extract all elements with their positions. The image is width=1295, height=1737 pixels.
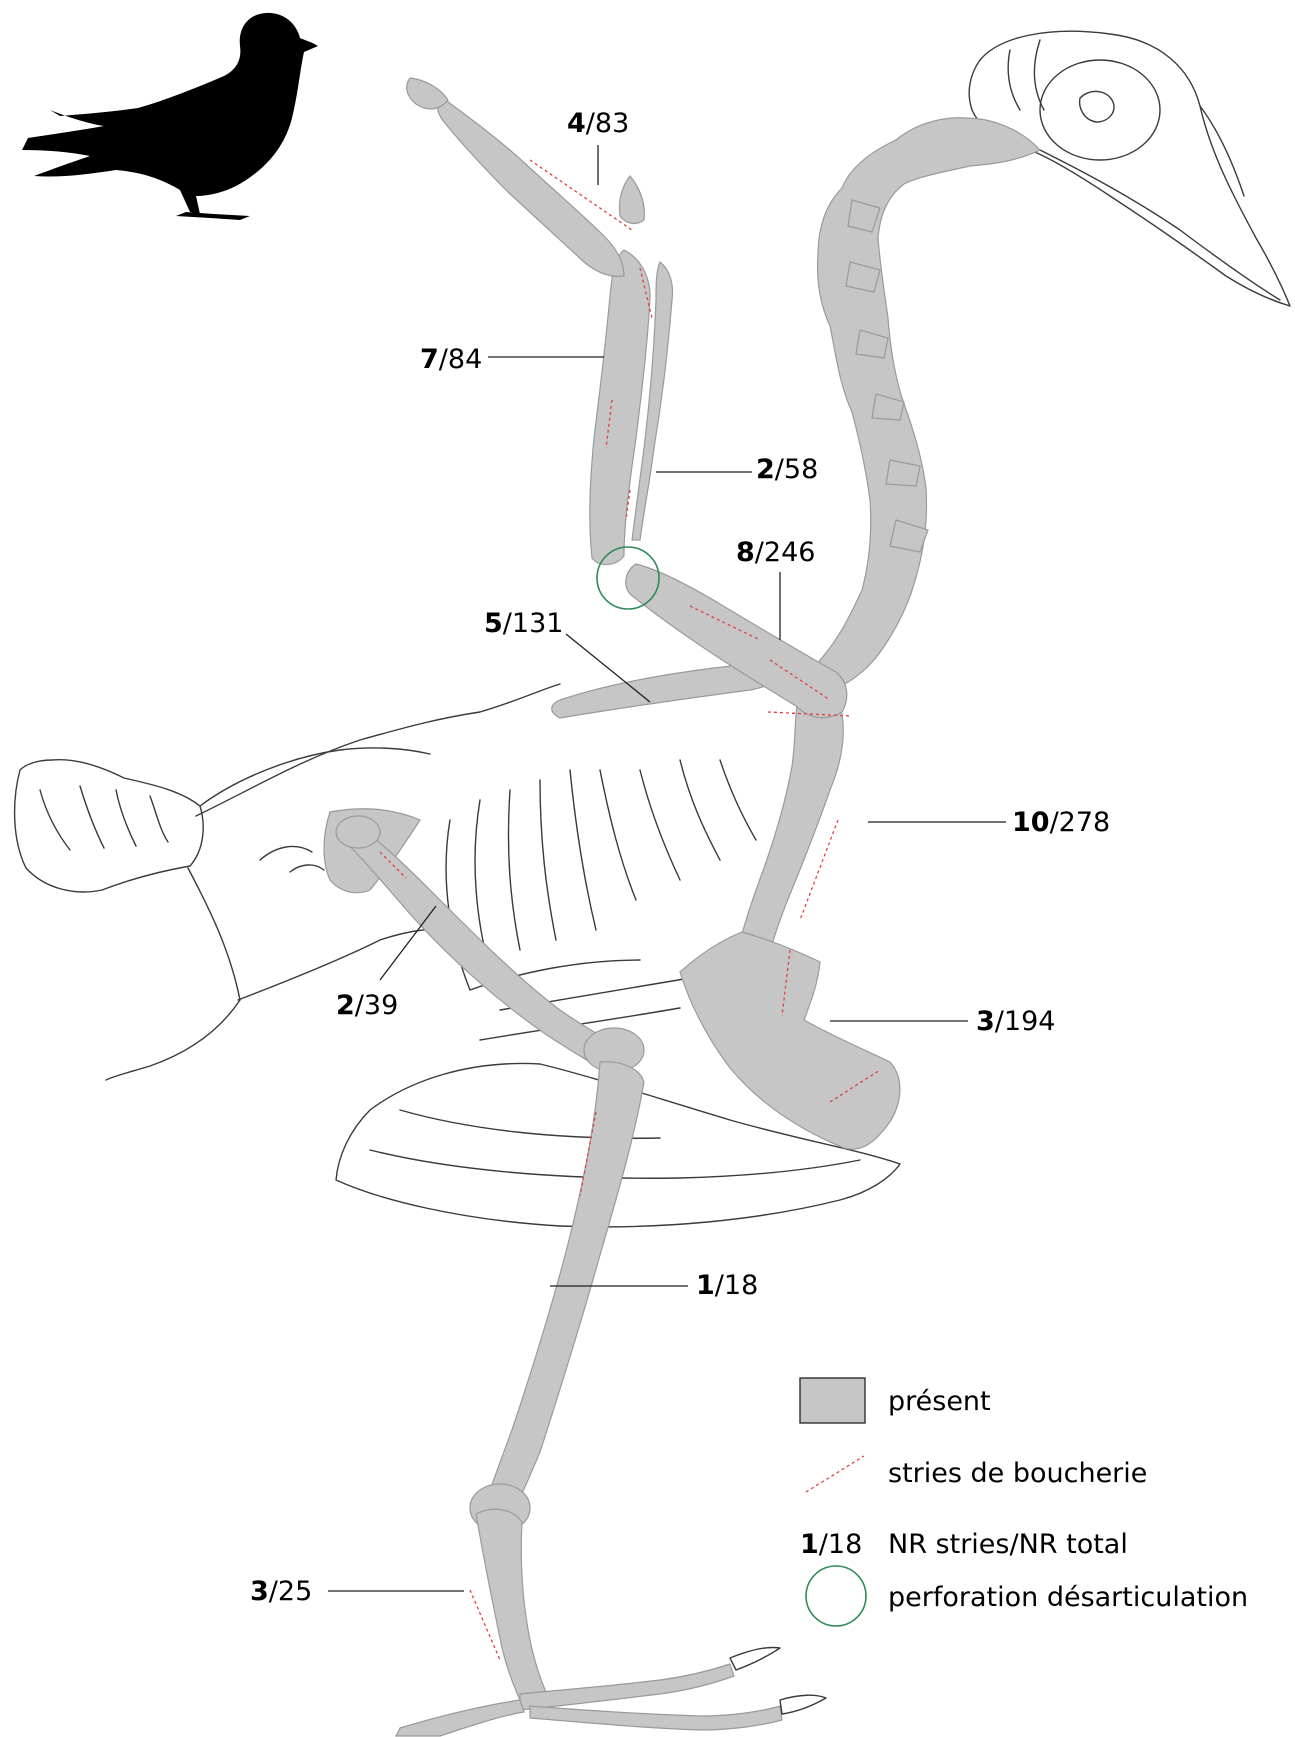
- label-carpometacarpus: 4/83: [567, 108, 629, 139]
- legend-ratio-example: 1/18: [800, 1529, 862, 1560]
- label-scapula: 5/131: [484, 608, 563, 639]
- label-coracoid: 10/278: [1012, 807, 1110, 838]
- label-humerus: 8/246: [736, 537, 815, 568]
- legend-present-swatch: [800, 1378, 865, 1423]
- label-radius: 2/58: [756, 454, 818, 485]
- legend-perforation-label: perforation désarticulation: [888, 1582, 1248, 1613]
- legend-perforation-swatch: [806, 1566, 866, 1626]
- tail-and-pelvis-outline: [15, 684, 560, 1080]
- legend-butchery-label: stries de boucherie: [888, 1458, 1147, 1489]
- label-sternum: 3/194: [976, 1006, 1055, 1037]
- label-ulna: 7/84: [420, 344, 482, 375]
- legend-ratio-label: NR stries/NR total: [888, 1529, 1128, 1560]
- label-tarsometatarsus: 3/25: [250, 1576, 312, 1607]
- legend-butchery-swatch: [806, 1456, 864, 1492]
- legend-present-label: présent: [888, 1386, 991, 1417]
- skull-outline: [969, 31, 1290, 306]
- label-pelvis: 2/39: [336, 990, 398, 1021]
- legend: présent stries de boucherie 1/18 NR stri…: [800, 1378, 1248, 1626]
- label-tibiotarsus: 1/18: [696, 1270, 758, 1301]
- pigeon-silhouette-icon: [22, 13, 318, 220]
